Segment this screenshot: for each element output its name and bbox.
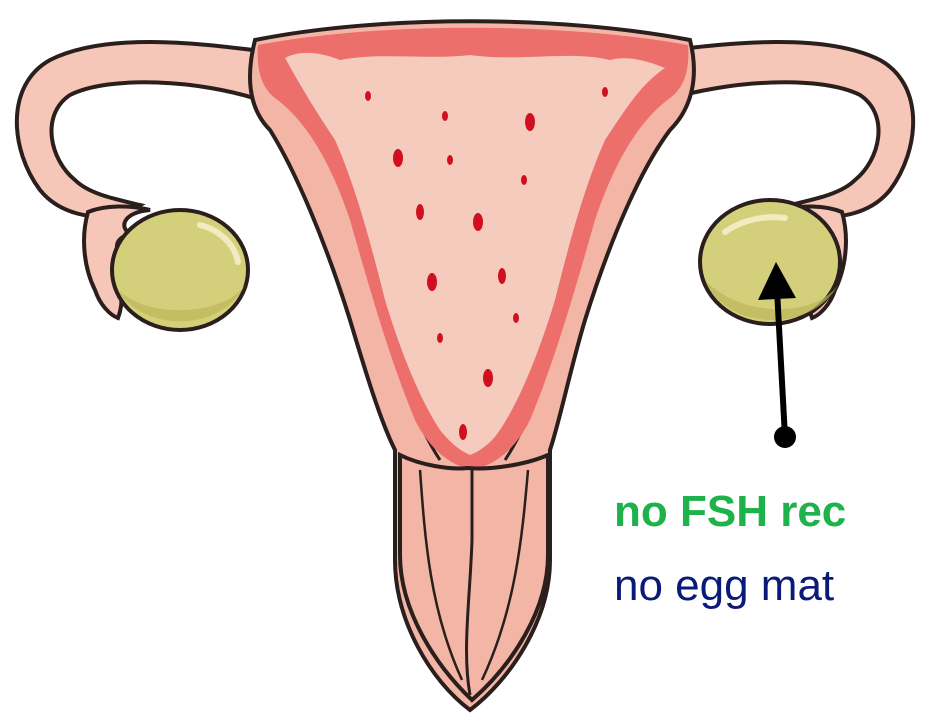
- blood-spot: [416, 204, 424, 220]
- annotation-primary: no FSH rec: [614, 487, 846, 536]
- annotation-secondary: no egg mat: [614, 561, 834, 610]
- blood-spot: [602, 87, 608, 97]
- arrow-up-icon: [758, 262, 796, 448]
- blood-spot: [521, 175, 527, 185]
- arrow-tail-dot: [774, 426, 796, 448]
- blood-spot: [427, 273, 437, 291]
- blood-spot: [365, 91, 371, 101]
- blood-spot: [498, 268, 506, 284]
- blood-spot: [525, 113, 535, 131]
- blood-spot: [459, 424, 467, 440]
- blood-spot: [483, 369, 493, 387]
- blood-spot: [513, 313, 519, 323]
- blood-spot: [437, 333, 443, 343]
- blood-spot: [473, 213, 483, 231]
- blood-spot: [442, 111, 448, 121]
- blood-spot: [447, 155, 453, 165]
- blood-spot: [393, 149, 403, 167]
- left-fallopian-tube: [17, 42, 270, 217]
